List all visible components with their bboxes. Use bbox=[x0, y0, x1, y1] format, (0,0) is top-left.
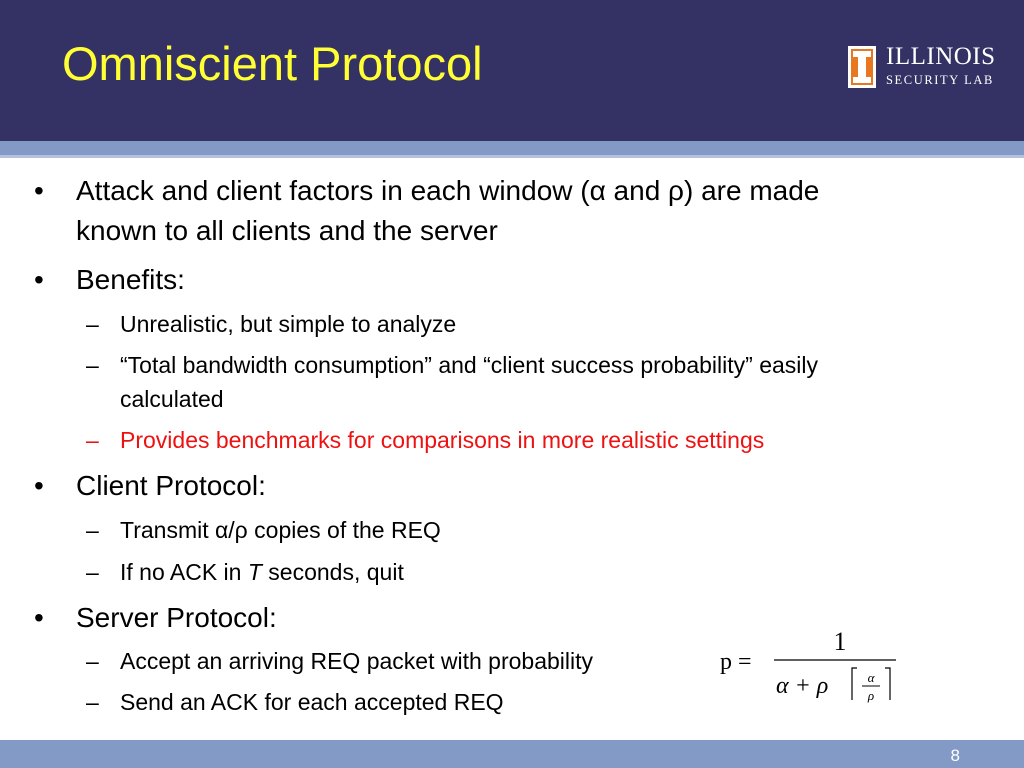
footer-bar: 8 bbox=[0, 740, 1024, 768]
bullet-server-protocol: • Server Protocol: bbox=[34, 598, 277, 638]
ceiling-left-bracket bbox=[851, 667, 857, 700]
sub-bullet-total-bandwidth: – “Total bandwidth consumption” and “cli… bbox=[86, 348, 819, 382]
sub-bullet-benchmarks: – Provides benchmarks for comparisons in… bbox=[86, 423, 765, 457]
slide-title: Omniscient Protocol bbox=[62, 37, 483, 90]
sub-bullet-accept: – Accept an arriving REQ packet with pro… bbox=[86, 644, 593, 678]
bullet-text: Attack and client factors in each window… bbox=[76, 175, 820, 206]
sub-bullet-text: Unrealistic, but simple to analyze bbox=[120, 311, 457, 337]
bullet-text: known to all clients and the server bbox=[76, 215, 498, 246]
formula-inner-denominator: ρ bbox=[867, 688, 874, 703]
formula-denominator-prefix: α + ρ bbox=[776, 673, 828, 699]
bullet-text: Benefits: bbox=[76, 264, 185, 295]
sub-bullet-text: “Total bandwidth consumption” and “clien… bbox=[120, 352, 819, 378]
sub-bullet-transmit: – Transmit α/ρ copies of the REQ bbox=[86, 513, 441, 547]
formula-numerator: 1 bbox=[834, 627, 847, 656]
header-divider-light bbox=[0, 155, 1024, 158]
bullet-benefits: • Benefits: bbox=[34, 260, 185, 300]
sub-bullet-text: calculated bbox=[120, 386, 224, 412]
sub-bullet-total-bandwidth-cont: calculated bbox=[120, 382, 224, 416]
sub-bullet-text-prefix: If no ACK in bbox=[120, 559, 248, 585]
dash-icon: – bbox=[86, 427, 99, 453]
sub-bullet-unrealistic: – Unrealistic, but simple to analyze bbox=[86, 307, 457, 341]
sub-bullet-text: Provides benchmarks for comparisons in m… bbox=[120, 427, 765, 453]
bullet-text: Server Protocol: bbox=[76, 602, 277, 633]
logo-text-illinois: ILLINOIS bbox=[886, 43, 996, 70]
bullet-icon: • bbox=[34, 470, 44, 501]
bullet-client-protocol: • Client Protocol: bbox=[34, 466, 266, 506]
block-i-icon bbox=[848, 46, 876, 88]
ceiling-right-bracket bbox=[885, 667, 891, 700]
dash-icon: – bbox=[86, 352, 99, 378]
formula-inner-numerator: α bbox=[868, 670, 876, 685]
illinois-security-lab-logo: ILLINOIS SECURITY LAB bbox=[842, 40, 1017, 100]
title-bar: Omniscient Protocol ILLINOIS SECURITY LA… bbox=[0, 0, 1024, 141]
dash-icon: – bbox=[86, 559, 99, 585]
sub-bullet-text: Accept an arriving REQ packet with proba… bbox=[120, 648, 593, 674]
logo-text-security-lab: SECURITY LAB bbox=[886, 73, 994, 87]
dash-icon: – bbox=[86, 648, 99, 674]
sub-bullet-text: Send an ACK for each accepted REQ bbox=[120, 689, 504, 715]
sub-bullet-text-suffix: seconds, quit bbox=[261, 559, 404, 585]
dash-icon: – bbox=[86, 689, 99, 715]
bullet-attack-factors-cont: known to all clients and the server bbox=[76, 211, 498, 251]
bullet-text: Client Protocol: bbox=[76, 470, 266, 501]
bullet-icon: • bbox=[34, 175, 44, 206]
bullet-icon: • bbox=[34, 264, 44, 295]
acceptance-probability-formula: p = 1 α + ρ α ρ bbox=[720, 627, 896, 703]
dash-icon: – bbox=[86, 311, 99, 337]
sub-bullet-no-ack: – If no ACK in T seconds, quit bbox=[86, 555, 404, 589]
header-divider bbox=[0, 141, 1024, 155]
bullet-attack-factors: • Attack and client factors in each wind… bbox=[34, 171, 820, 211]
timeout-variable: T bbox=[247, 559, 262, 585]
formula-lhs: p = bbox=[720, 649, 752, 675]
bullet-icon: • bbox=[34, 602, 44, 633]
dash-icon: – bbox=[86, 517, 99, 543]
page-number: 8 bbox=[950, 746, 960, 765]
sub-bullet-send-ack: – Send an ACK for each accepted REQ bbox=[86, 685, 504, 719]
sub-bullet-text: Transmit α/ρ copies of the REQ bbox=[120, 517, 441, 543]
